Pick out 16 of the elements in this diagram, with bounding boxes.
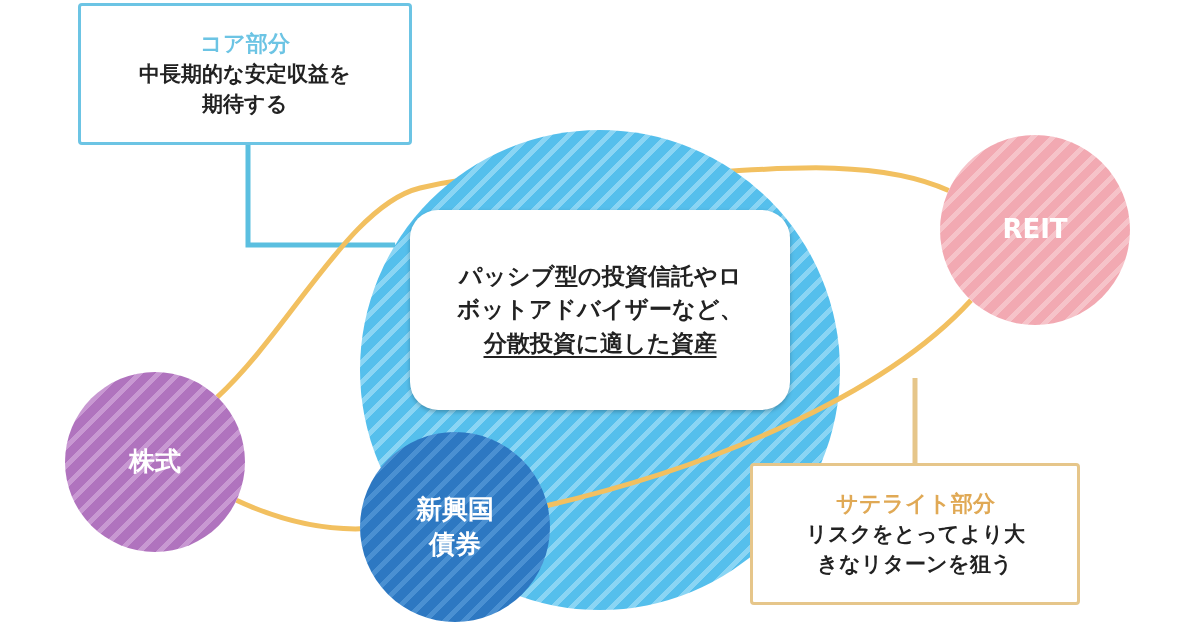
callout-box [750, 463, 1080, 605]
callout-box [78, 3, 412, 145]
body-text: 中長期的な安定収益を期待する [138, 60, 352, 118]
orbit-line [235, 497, 361, 532]
body-text: パッシブ型の投資信託やロボットアドバイザーなど、 [456, 262, 744, 325]
text-card [410, 210, 790, 410]
heading-text: コア部分 [199, 29, 291, 58]
heading-text: サテライト部分 [834, 489, 996, 518]
circle-label: 新興国債券 [415, 492, 495, 561]
circle-label: 株式 [129, 445, 181, 479]
leader-line [912, 378, 918, 463]
body-text: リスクをとってより大きなリターンを狙う [804, 520, 1026, 578]
orbit-line [546, 298, 973, 508]
leader-line [245, 145, 396, 248]
circle-label: REIT [1002, 213, 1068, 247]
emphasis-text: 分散投資に適した資産 [482, 328, 718, 358]
